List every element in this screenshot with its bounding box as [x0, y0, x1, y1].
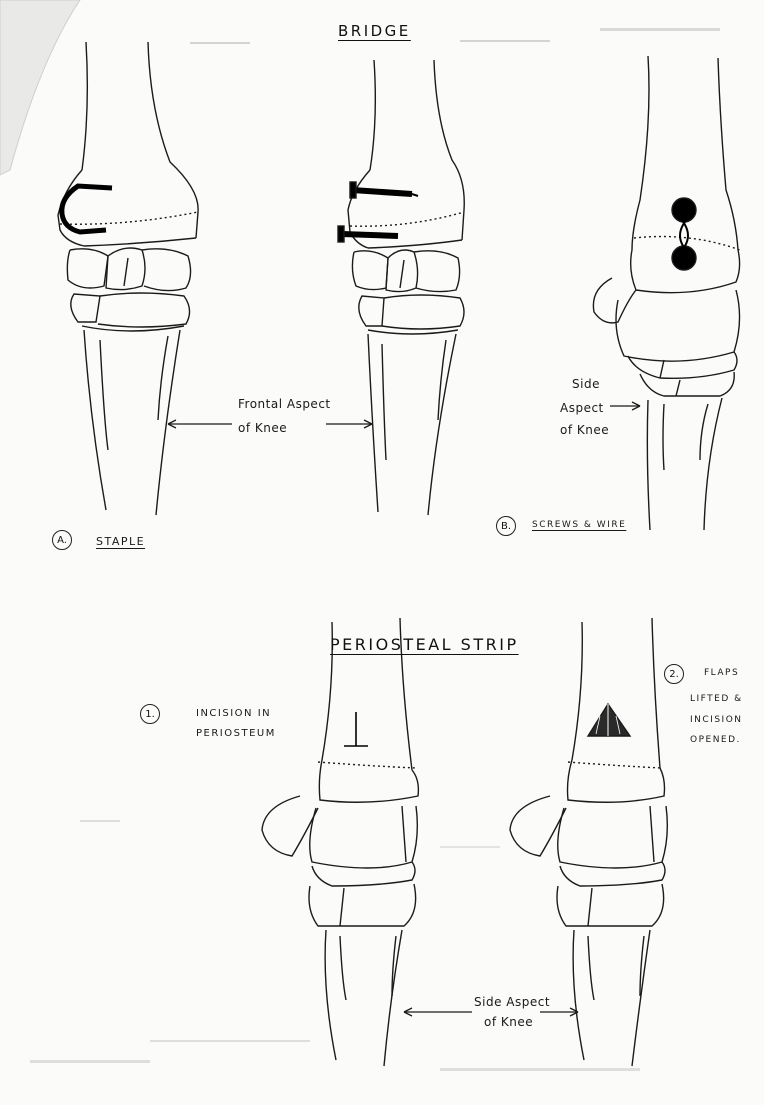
side-aspect-bottom-line1: Side Aspect — [474, 996, 550, 1010]
marker-2: 2. — [664, 664, 684, 684]
page-curl — [0, 0, 80, 175]
side-aspect-top-line3: of Knee — [560, 424, 609, 438]
marker-a: A. — [52, 530, 72, 550]
caption-incision: Incision in Periosteum — [196, 708, 276, 739]
side-aspect-top-label: Side Aspect of Knee — [560, 378, 609, 437]
knee-frontal-staple — [58, 42, 198, 515]
caption-screws-wire: Screws & Wire — [532, 520, 626, 530]
periosteal-strip-title: Periosteal Strip — [330, 635, 519, 654]
marker-b: B. — [496, 516, 516, 536]
side-aspect-top-line1: Side — [572, 378, 609, 392]
frontal-aspect-line2: of Knee — [238, 422, 331, 436]
caption-incision-line2: Periosteum — [196, 728, 276, 740]
caption-flaps-line4: Opened. — [690, 735, 743, 745]
caption-flaps-line3: Incision — [690, 715, 743, 725]
knee-frontal-screws — [338, 60, 464, 515]
knee-side-wire — [593, 56, 740, 530]
knee-side-incision — [262, 618, 418, 1066]
side-aspect-bottom-label: Side Aspect of Knee — [474, 996, 550, 1030]
frontal-aspect-label: Frontal Aspect of Knee — [238, 398, 331, 436]
side-aspect-bottom-line2: of Knee — [484, 1016, 550, 1030]
marker-1: 1. — [140, 704, 160, 724]
caption-flaps: Flaps Lifted & Incision Opened. — [690, 668, 743, 745]
caption-flaps-line2: Lifted & — [690, 694, 743, 704]
side-aspect-top-line2: Aspect — [560, 402, 609, 416]
bridge-title: Bridge — [338, 22, 411, 40]
caption-flaps-line1: Flaps — [704, 668, 743, 678]
frontal-aspect-line1: Frontal Aspect — [238, 398, 331, 412]
scan-noise — [30, 28, 720, 1071]
caption-staple: Staple — [96, 536, 145, 549]
caption-incision-line1: Incision in — [196, 708, 276, 720]
